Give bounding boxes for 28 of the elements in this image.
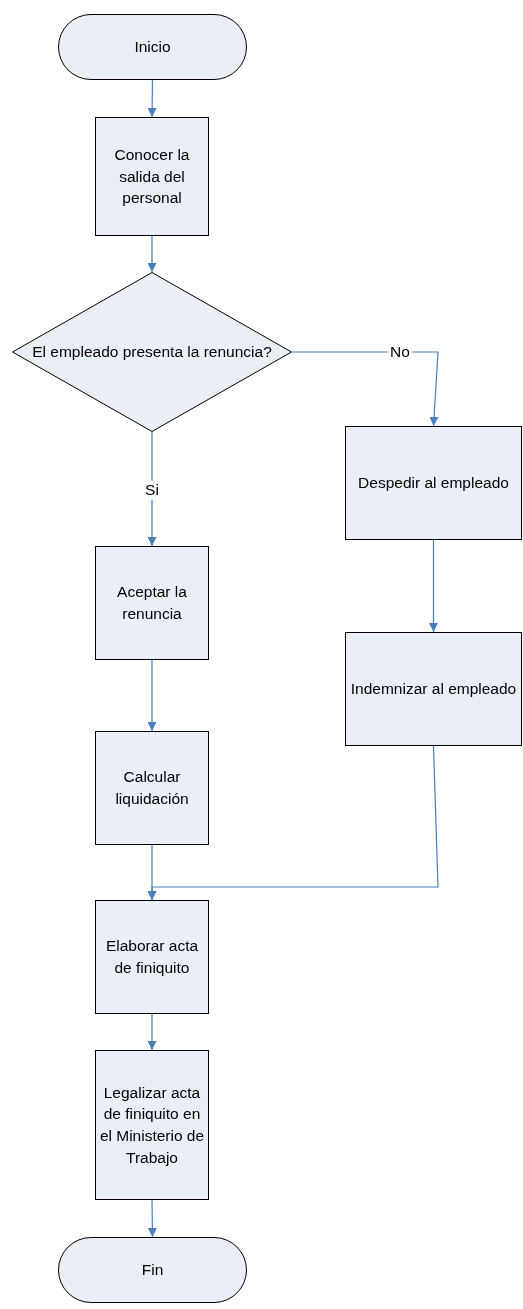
process-box	[95, 1050, 209, 1200]
node-label: El empleado presenta la renuncia?	[32, 342, 272, 363]
arrow	[429, 539, 438, 633]
node-label: Aceptar la renuncia	[116, 582, 188, 624]
process-box	[95, 731, 209, 845]
arrow	[147, 745, 439, 901]
node-label: Inicio	[134, 37, 171, 58]
node-label: Legalizar acta de finiquito en el Ministerio de Trabajo	[98, 1082, 206, 1168]
node-label: Indemnizar al empleado	[350, 679, 517, 700]
arrow	[147, 431, 157, 547]
process-box	[95, 546, 209, 660]
arrow	[147, 235, 157, 273]
node-label: Despedir al empleado	[358, 473, 509, 494]
arrow	[147, 659, 157, 732]
arrow	[147, 79, 157, 118]
arrow	[291, 351, 439, 427]
arrow	[147, 1199, 157, 1238]
process-box	[95, 900, 209, 1014]
process-box	[345, 632, 522, 746]
edge-label: Si	[143, 480, 161, 500]
decision-diamond	[12, 272, 292, 432]
node-label: Calcular liquidación	[114, 767, 190, 809]
process-box	[345, 426, 522, 540]
node-label: Elaborar acta de finiquito	[104, 936, 200, 978]
process-box	[95, 117, 209, 236]
node-label: Fin	[141, 1260, 164, 1281]
node-label: Conocer la salida del personal	[113, 144, 191, 209]
arrow	[147, 1013, 157, 1051]
